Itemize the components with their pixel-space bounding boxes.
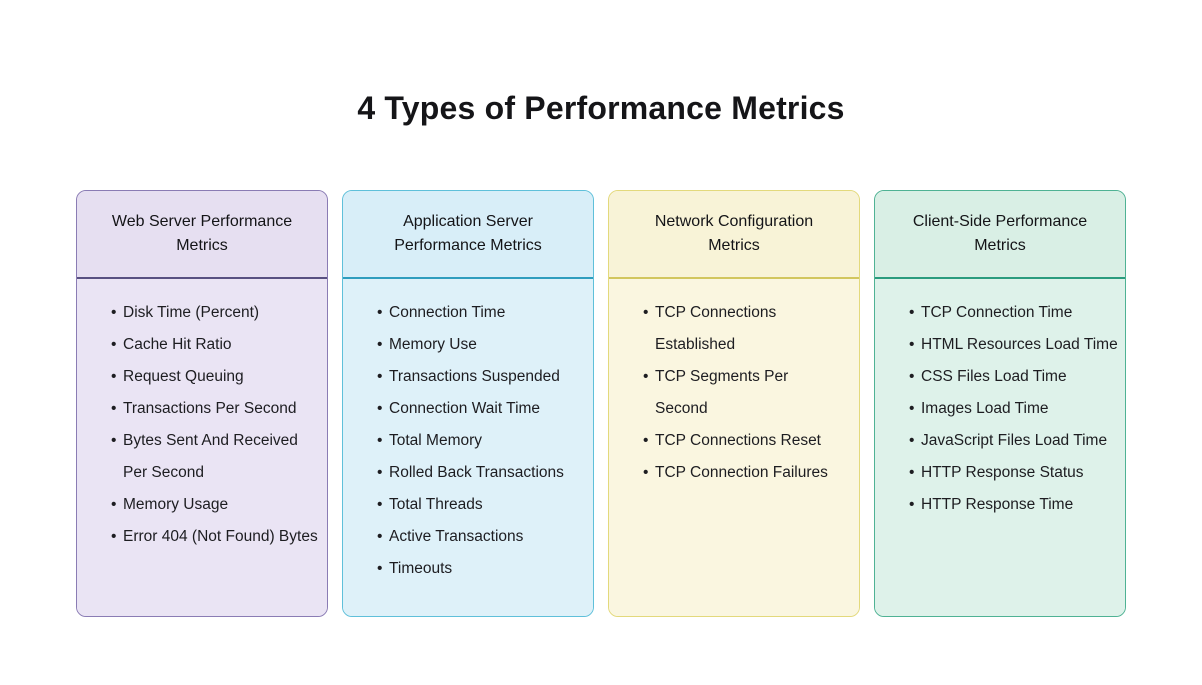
list-item: Error 404 (Not Found) Bytes [111,521,321,553]
metric-list: TCP Connection TimeHTML Resources Load T… [909,297,1119,521]
list-item: HTML Resources Load Time [909,329,1118,361]
list-item: Memory Usage [111,489,321,521]
metric-list: TCP Connections EstablishedTCP Segments … [643,297,853,489]
list-item: Transactions Per Second [111,393,321,425]
metric-card-client-side-performance-metrics: Client-Side Performance Metrics TCP Conn… [874,190,1126,617]
list-item: TCP Connection Time [909,297,1118,329]
metric-card-title: Network Configuration Metrics [609,191,859,279]
metric-list: Connection TimeMemory UseTransactions Su… [377,297,587,585]
list-item: Total Memory [377,425,587,457]
list-item: Active Transactions [377,521,587,553]
list-item: HTTP Response Time [909,489,1118,521]
metric-card-body: Disk Time (Percent)Cache Hit RatioReques… [77,279,327,616]
metric-card-title: Web Server Performance Metrics [77,191,327,279]
list-item: Cache Hit Ratio [111,329,321,361]
cards-container: Web Server Performance Metrics Disk Time… [76,190,1126,617]
metric-list: Disk Time (Percent)Cache Hit RatioReques… [111,297,321,553]
metric-card-web-server-performance-metrics: Web Server Performance Metrics Disk Time… [76,190,328,617]
list-item: TCP Segments Per Second [643,361,837,425]
list-item: Bytes Sent And Received Per Second [111,425,321,489]
list-item: JavaScript Files Load Time [909,425,1118,457]
metric-card-application-server-performance-metrics: Application Server Performance Metrics C… [342,190,594,617]
metric-card-body: TCP Connection TimeHTML Resources Load T… [875,279,1125,616]
list-item: TCP Connections Reset [643,425,837,457]
list-item: Disk Time (Percent) [111,297,321,329]
metric-card-title: Application Server Performance Metrics [343,191,593,279]
metric-card-body: TCP Connections EstablishedTCP Segments … [609,279,859,616]
list-item: Timeouts [377,553,587,585]
metric-card-network-configuration-metrics: Network Configuration Metrics TCP Connec… [608,190,860,617]
list-item: Request Queuing [111,361,321,393]
list-item: Rolled Back Transactions [377,457,587,489]
list-item: Memory Use [377,329,587,361]
list-item: TCP Connection Failures [643,457,837,489]
list-item: Connection Time [377,297,587,329]
list-item: CSS Files Load Time [909,361,1118,393]
list-item: Connection Wait Time [377,393,587,425]
list-item: Transactions Suspended [377,361,587,393]
list-item: Images Load Time [909,393,1118,425]
list-item: HTTP Response Status [909,457,1118,489]
page-title: 4 Types of Performance Metrics [357,90,845,126]
metric-card-title: Client-Side Performance Metrics [875,191,1125,279]
list-item: TCP Connections Established [643,297,837,361]
metric-card-body: Connection TimeMemory UseTransactions Su… [343,279,593,616]
list-item: Total Threads [377,489,587,521]
